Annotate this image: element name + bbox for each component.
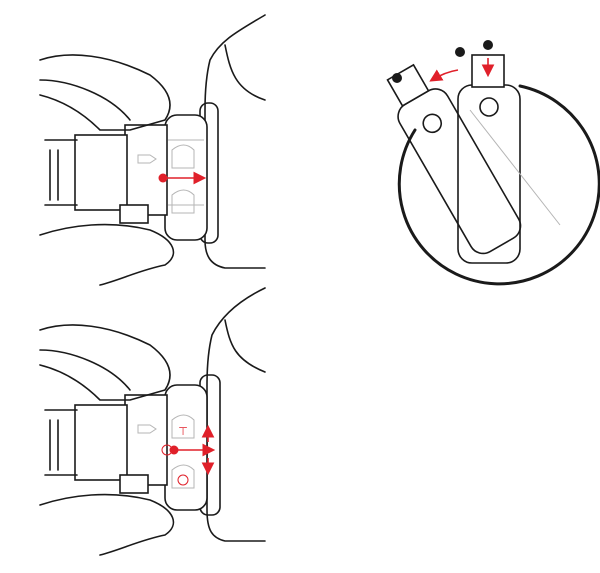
device-body [206,287,266,542]
knob-lever [457,84,521,264]
panel-top-ring-pull [39,14,266,286]
ring-collar [124,394,168,486]
device-body [204,14,266,269]
position-dot [483,40,493,50]
position-dot [392,73,402,83]
hand-bottom [39,223,175,286]
ring-collar [124,124,168,216]
hand-bottom [39,493,175,556]
hand-top [39,54,171,131]
hand-top [39,324,171,401]
panel-lock-knob [386,40,600,286]
panel-bottom-ring-rotate: ⊤ [39,287,266,556]
symbol-t: ⊤ [178,426,188,438]
rotate-arrow [429,69,459,82]
arrow-indicator [137,154,157,164]
position-dot [455,47,465,57]
knob-circle [397,84,600,286]
lock-symbol-icon [177,474,189,486]
